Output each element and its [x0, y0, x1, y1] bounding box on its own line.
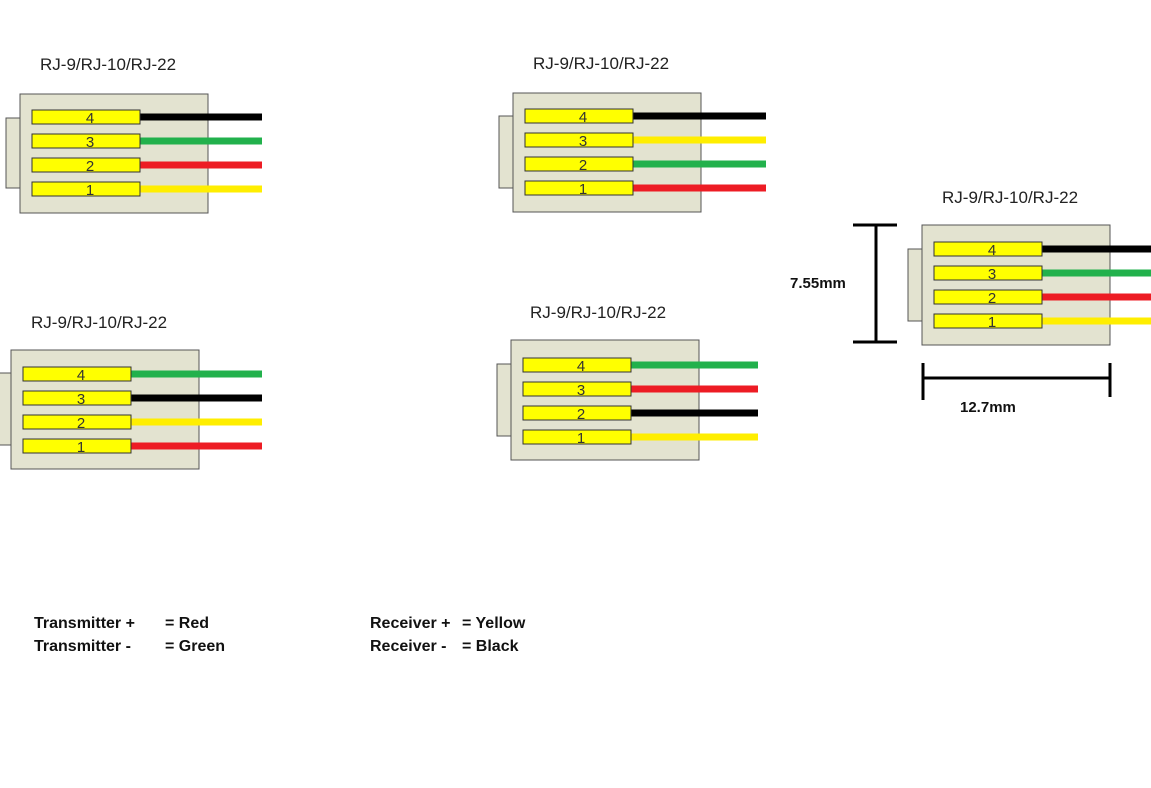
legend-value: = Green — [165, 638, 226, 655]
pin-number: 1 — [577, 430, 585, 447]
pin — [22, 366, 132, 382]
pin — [522, 381, 632, 397]
pin-row: 2 — [524, 156, 766, 174]
pin-row: 1 — [524, 180, 766, 198]
pin-row: 1 — [31, 181, 262, 199]
legend-value: = Red — [165, 615, 210, 632]
legend-row: Receiver + = Yellow — [370, 612, 525, 635]
connector-tab — [5, 117, 21, 189]
pin-row: 4 — [22, 366, 262, 384]
pin-row: 1 — [522, 429, 758, 447]
pin-row: 4 — [524, 108, 766, 126]
height-label: 7.55mm — [790, 275, 846, 292]
connector-tab — [496, 363, 512, 437]
connector-3: RJ-9/RJ-10/RJ-22 4 3 2 1 — [0, 313, 262, 470]
legend-receiver: Receiver + = Yellow Receiver - = Black — [370, 612, 525, 658]
pin-row: 3 — [933, 265, 1151, 283]
pin-row: 2 — [22, 414, 262, 432]
pin — [524, 132, 634, 148]
pin-number: 3 — [77, 391, 85, 408]
pin — [31, 133, 141, 149]
pin — [933, 289, 1043, 305]
legend-transmitter: Transmitter + = Red Transmitter - = Gree… — [34, 612, 225, 658]
legend-label: Transmitter - — [34, 638, 131, 655]
pin — [522, 429, 632, 445]
pin-number: 3 — [86, 134, 94, 151]
connector-title: RJ-9/RJ-10/RJ-22 — [942, 188, 1078, 207]
connector-1: RJ-9/RJ-10/RJ-22 4 3 2 1 — [5, 55, 262, 214]
connector-title: RJ-9/RJ-10/RJ-22 — [533, 54, 669, 73]
pin-row: 3 — [524, 132, 766, 150]
pin-number: 4 — [86, 110, 94, 127]
pin — [933, 241, 1043, 257]
pin — [22, 438, 132, 454]
pin-row: 2 — [31, 157, 262, 175]
connector-5: RJ-9/RJ-10/RJ-22 4 3 2 1 7.55mm — [790, 188, 1151, 416]
legend-row: Receiver - = Black — [370, 635, 525, 658]
pin-number: 2 — [77, 415, 85, 432]
pin-row: 4 — [31, 109, 262, 127]
connector-title: RJ-9/RJ-10/RJ-22 — [530, 303, 666, 322]
pin — [31, 157, 141, 173]
pin — [22, 390, 132, 406]
height-dimension: 7.55mm — [790, 223, 897, 344]
connector-title: RJ-9/RJ-10/RJ-22 — [40, 55, 176, 74]
pin-number: 2 — [86, 158, 94, 175]
pin-number: 4 — [577, 358, 585, 375]
pin-row: 3 — [522, 381, 758, 399]
pin-number: 4 — [988, 242, 996, 259]
pin-number: 1 — [77, 439, 85, 456]
legend-label: Receiver + — [370, 615, 451, 632]
connector-tab — [907, 248, 923, 322]
legend-label: Transmitter + — [34, 615, 135, 632]
pin — [524, 180, 634, 196]
pin-row: 3 — [22, 390, 262, 408]
pin-number: 3 — [988, 266, 996, 283]
pin — [933, 313, 1043, 329]
pin — [524, 156, 634, 172]
pin — [522, 405, 632, 421]
pin-row: 2 — [522, 405, 758, 423]
connector-tab — [498, 115, 514, 189]
pin-number: 2 — [579, 157, 587, 174]
pin — [31, 109, 141, 125]
width-dimension: 12.7mm — [921, 363, 1112, 416]
pin-number: 2 — [988, 290, 996, 307]
pin-number: 4 — [579, 109, 587, 126]
legend-value: = Yellow — [462, 615, 526, 632]
pin-row: 4 — [933, 241, 1151, 259]
pin-row: 1 — [22, 438, 262, 456]
legend-label: Receiver - — [370, 638, 447, 655]
pin-row: 3 — [31, 133, 262, 151]
pin — [31, 181, 141, 197]
pin — [22, 414, 132, 430]
pin-number: 1 — [579, 181, 587, 198]
connector-2: RJ-9/RJ-10/RJ-22 4 3 2 1 — [498, 54, 766, 213]
connector-title: RJ-9/RJ-10/RJ-22 — [31, 313, 167, 332]
width-label: 12.7mm — [960, 399, 1016, 416]
pin — [522, 357, 632, 373]
connector-4: RJ-9/RJ-10/RJ-22 4 3 2 1 — [496, 303, 758, 461]
pin-row: 2 — [933, 289, 1151, 307]
connector-tab — [0, 372, 12, 446]
pin-row: 4 — [522, 357, 758, 375]
pin-number: 1 — [86, 182, 94, 199]
legend-row: Transmitter + = Red — [34, 612, 225, 635]
legend-value: = Black — [462, 638, 519, 655]
legend-row: Transmitter - = Green — [34, 635, 225, 658]
pin-number: 3 — [579, 133, 587, 150]
pin-number: 3 — [577, 382, 585, 399]
pin-number: 2 — [577, 406, 585, 423]
pin-number: 4 — [77, 367, 85, 384]
pin-row: 1 — [933, 313, 1151, 331]
pin-number: 1 — [988, 314, 996, 331]
pin — [933, 265, 1043, 281]
pin — [524, 108, 634, 124]
